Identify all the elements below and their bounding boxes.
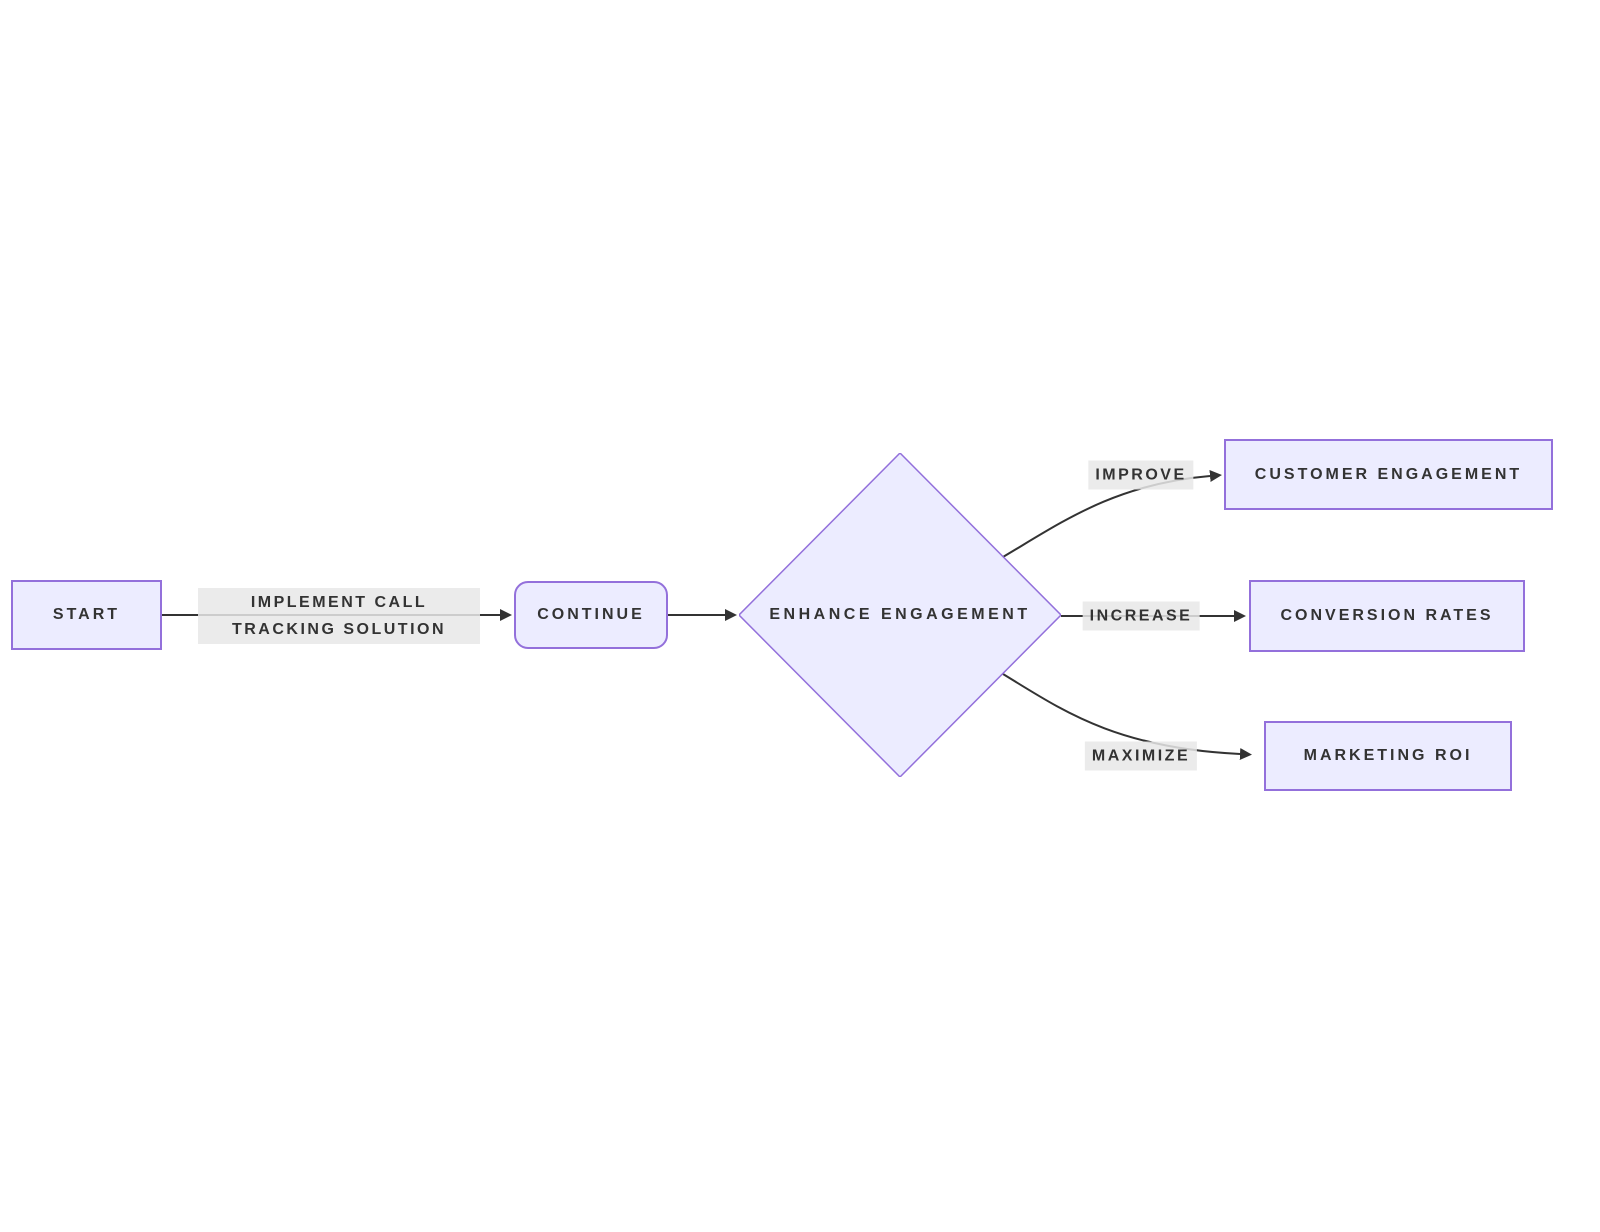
edge-label-increase: INCREASE <box>1082 601 1200 631</box>
edge-label-implement-call-tracking-solution: IMPLEMENT CALL TRACKING SOLUTION <box>198 588 480 644</box>
diamond-shape <box>739 453 1061 777</box>
node-conversion-rates: CONVERSION RATES <box>1249 580 1525 652</box>
edge-label-improve: IMPROVE <box>1088 460 1194 490</box>
node-continue-label: CONTINUE <box>537 606 645 623</box>
node-marketing-roi-label: MARKETING ROI <box>1303 747 1473 764</box>
edge-label-maximize: MAXIMIZE <box>1084 741 1198 771</box>
node-start: START <box>11 580 162 650</box>
node-continue: CONTINUE <box>514 581 668 649</box>
node-enhance-engagement: ENHANCE ENGAGEMENT <box>739 453 1061 777</box>
node-customer-engagement-label: CUSTOMER ENGAGEMENT <box>1254 465 1523 483</box>
node-customer-engagement: CUSTOMER ENGAGEMENT <box>1224 439 1553 510</box>
node-conversion-rates-label: CONVERSION RATES <box>1280 607 1494 624</box>
node-marketing-roi: MARKETING ROI <box>1264 721 1512 791</box>
node-enhance-engagement-label: ENHANCE ENGAGEMENT <box>769 606 1031 623</box>
node-start-label: START <box>52 606 121 623</box>
